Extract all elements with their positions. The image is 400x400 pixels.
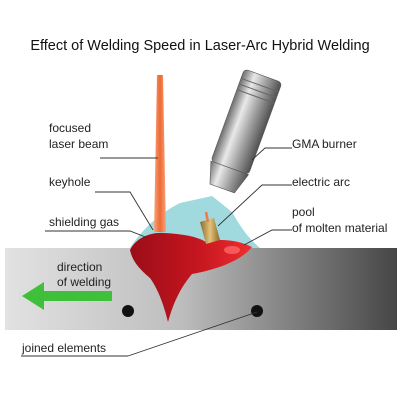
leader-electric-arc [217,184,292,227]
label-gma-burner: GMA burner [292,137,357,151]
label-keyhole: keyhole [49,175,91,189]
joint-dot-right [251,305,263,317]
diagram-title: Effect of Welding Speed in Laser-Arc Hyb… [30,38,369,54]
label-laser-beam: laser beam [49,137,108,151]
burner-ring-1 [240,77,279,93]
pool-highlight [224,246,240,254]
label-pool: pool [292,205,315,219]
leader-joined-elements [21,311,258,357]
burner-ring-3 [236,89,275,104]
label-joined-elements: joined elements [21,341,106,355]
joint-dot-left [122,305,134,317]
label-electric-arc: electric arc [292,175,350,189]
label-of-welding: of welding [57,275,111,289]
leader-gma-burner [251,147,292,161]
electric-arc [200,218,220,244]
leader-shielding-gas [45,230,149,239]
gma-burner [209,69,282,194]
label-direction: direction [57,260,102,274]
burner-nozzle [209,160,249,194]
molten-pool [130,232,252,322]
leader-keyhole [95,191,154,231]
direction-arrow [22,282,112,310]
label-of-molten-material: of molten material [292,221,387,235]
arc-spark [204,211,210,223]
label-shielding-gas: shielding gas [49,215,119,229]
leader-molten-pool [243,229,292,246]
burner-ring-2 [238,83,277,99]
laser-beam [154,75,166,232]
label-focused: focused [49,121,91,135]
burner-body [211,69,282,174]
